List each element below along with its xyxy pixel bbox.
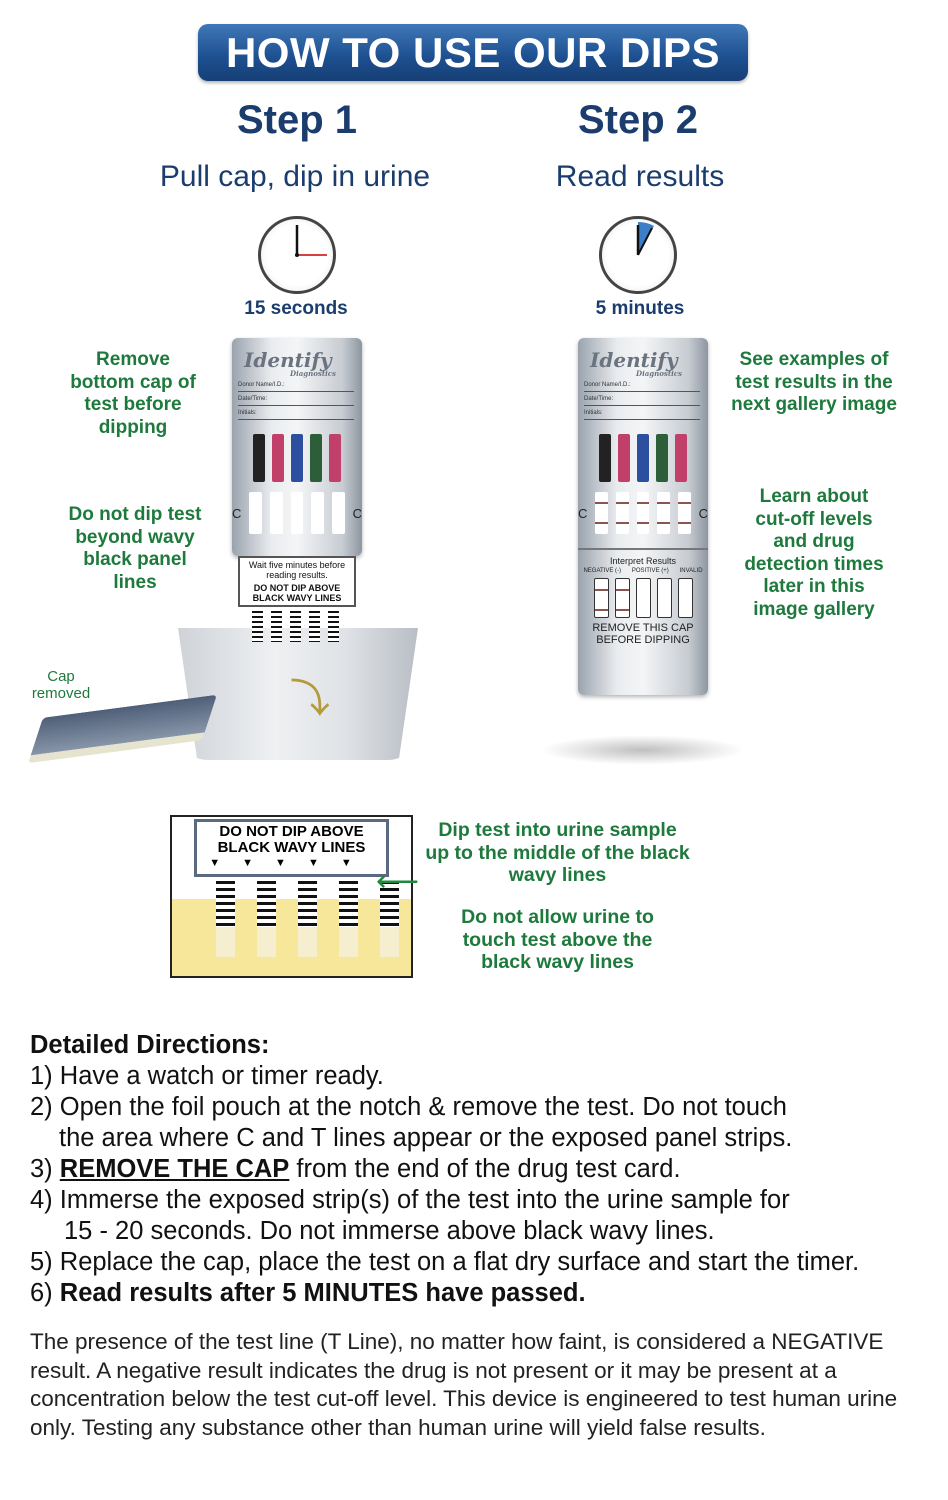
clock-5min-icon xyxy=(599,216,677,294)
direction-4-cont: 15 - 20 seconds. Do not immerse above bl… xyxy=(64,1217,715,1245)
step2-time: 5 minutes xyxy=(595,298,685,319)
dip-warning-label: Wait five minutes before reading results… xyxy=(238,556,356,607)
directions-heading: Detailed Directions: xyxy=(30,1031,270,1059)
dip-note-2: Do not allow urine to touch test above t… xyxy=(461,906,654,973)
card-shadow xyxy=(540,735,745,765)
wavy-strips xyxy=(252,608,339,642)
direction-5: 5) Replace the cap, place the test on a … xyxy=(30,1248,860,1276)
step2-subtitle: Read results xyxy=(555,160,725,193)
drug-panels xyxy=(578,434,708,482)
urine-cup: ⤵ xyxy=(178,628,418,760)
note-see-examples: See examples of test results in the next… xyxy=(731,349,897,415)
step1-subtitle: Pull cap, dip in urine xyxy=(159,160,431,193)
dip-illustration: DO NOT DIP ABOVE BLACK WAVY LINES ▼▼▼▼▼ xyxy=(170,815,413,978)
arrow-down-icons: ▼▼▼▼▼ xyxy=(209,857,374,869)
direction-2-cont: the area where C and T lines appear or t… xyxy=(59,1124,793,1152)
arrow-left-icon: ⟵ xyxy=(376,865,420,898)
arrow-down-icon: ⤵ xyxy=(290,677,330,721)
direction-3: 3) REMOVE THE CAP from the end of the dr… xyxy=(30,1155,681,1183)
initials-field: Initials: xyxy=(238,410,354,420)
initials-field: Initials: xyxy=(584,410,700,420)
clock-15s-icon xyxy=(258,216,336,294)
note-do-not-dip: Do not dip test beyond wavy black panel … xyxy=(68,504,202,593)
date-field: Date/Time: xyxy=(584,396,700,406)
donor-field: Donor Name/I.D.: xyxy=(584,382,700,392)
title-banner: HOW TO USE OUR DIPS xyxy=(198,24,748,81)
direction-1: 1) Have a watch or timer ready. xyxy=(30,1062,384,1090)
dip-label-top: DO NOT DIP ABOVE xyxy=(219,823,364,840)
interpret-cap: Interpret Results NEGATIVE (-)POSITIVE (… xyxy=(578,548,708,646)
drug-panels xyxy=(232,434,362,482)
direction-6: 6) Read results after 5 MINUTES have pas… xyxy=(30,1279,586,1307)
note-remove-cap: Remove bottom cap of test before dipping xyxy=(70,349,196,438)
removed-cap xyxy=(28,694,217,764)
note-learn-cutoff: Learn about cut-off levels and drug dete… xyxy=(744,486,884,620)
step2-label: Step 2 xyxy=(577,98,699,142)
dip-note-1: Dip test into urine sample up to the mid… xyxy=(425,819,690,886)
direction-2: 2) Open the foil pouch at the notch & re… xyxy=(30,1093,787,1121)
direction-4: 4) Immerse the exposed strip(s) of the t… xyxy=(30,1186,790,1214)
dip-strips xyxy=(216,877,399,957)
cap-removed-label: Cap removed xyxy=(31,668,91,702)
step1-time: 15 seconds xyxy=(244,298,348,319)
date-field: Date/Time: xyxy=(238,396,354,406)
step1-label: Step 1 xyxy=(236,98,358,142)
donor-field: Donor Name/I.D.: xyxy=(238,382,354,392)
detailed-directions: Detailed Directions: 1) Have a watch or … xyxy=(30,1030,859,1309)
disclaimer-paragraph: The presence of the test line (T Line), … xyxy=(30,1329,898,1440)
dip-label: BLACK WAVY LINES xyxy=(217,839,366,856)
